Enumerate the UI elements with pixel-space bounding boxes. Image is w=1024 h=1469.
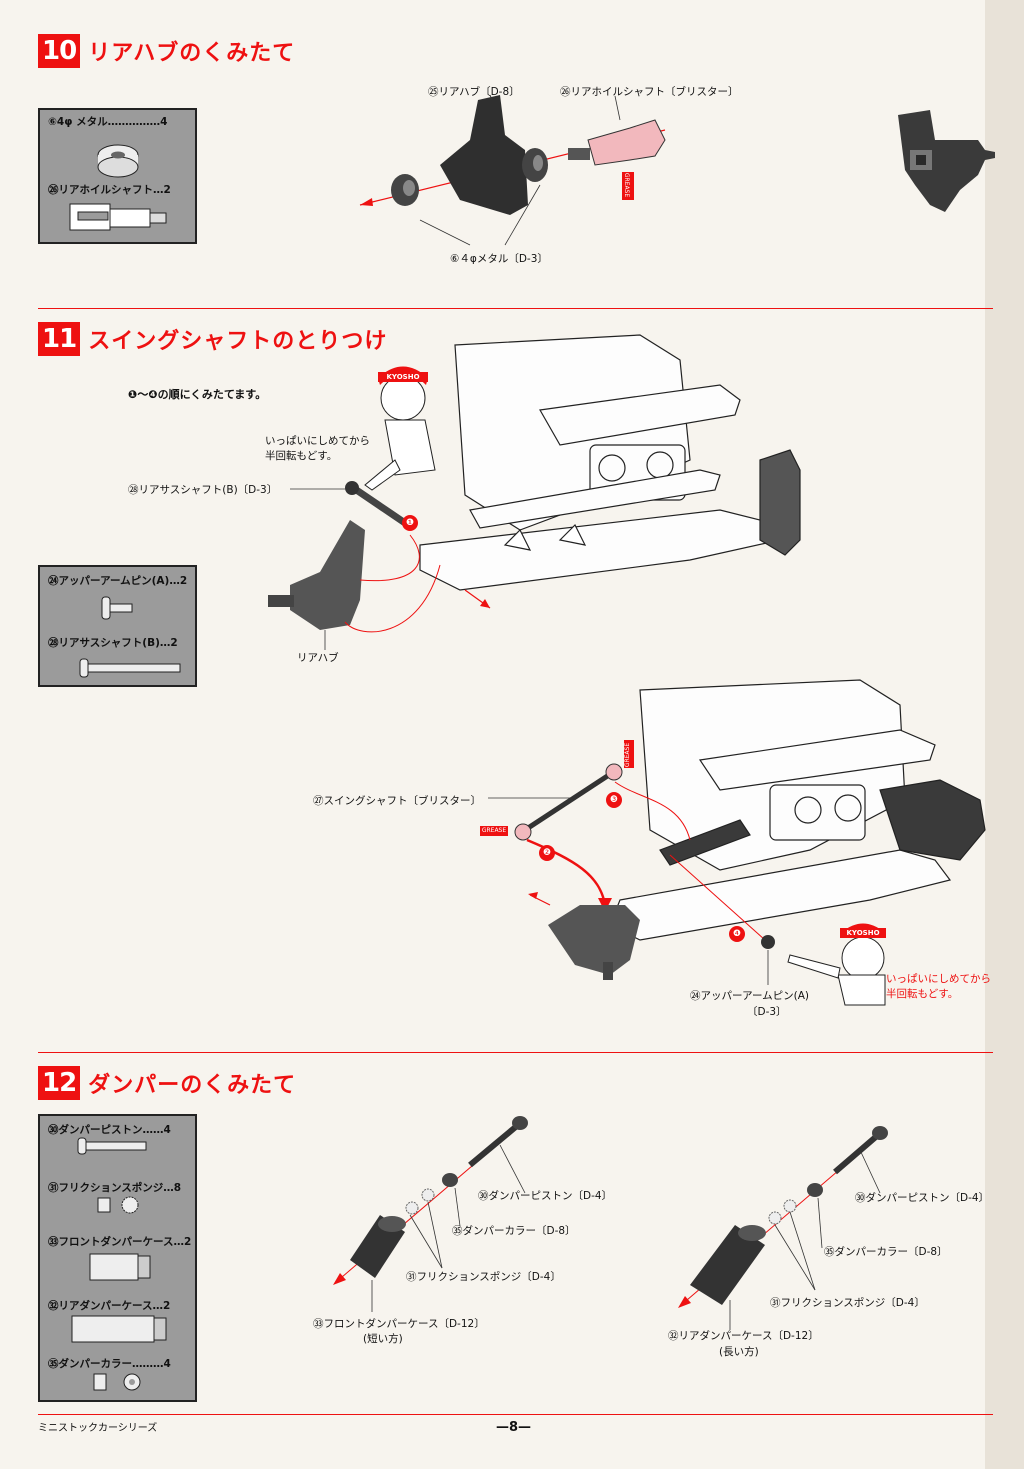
callout-arm-pin-ref: 〔D-3〕	[747, 1006, 787, 1018]
damper-collar-icon	[93, 1373, 141, 1391]
badge-2	[539, 845, 555, 861]
parts-box-12: ㉚ダンパーピストン……4 ㉛フリクションスポンジ…8 ㉝フロントダンパーケース……	[38, 1114, 197, 1402]
step-title: スイングシャフトのとりつけ	[88, 329, 388, 354]
mascot-bottom	[787, 923, 886, 1006]
rear-case-note: (長い方)	[719, 1346, 759, 1358]
step-number: 10	[38, 34, 81, 68]
rear-hub-swing-drawing	[268, 481, 491, 650]
part-label: ㉟ダンパーカラー………4	[48, 1358, 171, 1370]
grease-tag-10	[622, 172, 634, 200]
badge-4	[729, 926, 745, 942]
rear-damper-case-icon	[71, 1315, 167, 1343]
part-label: ㉖リアホイルシャフト…2	[48, 184, 171, 196]
tip-bottom: いっぱいにしめてから 半回転もどす。	[886, 972, 991, 1002]
step-12-header: 12 ダンパーのくみたて	[38, 1066, 296, 1100]
callout-wheel-shaft: ㉖リアホイルシャフト〔ブリスター〕	[560, 86, 739, 98]
callout-rear-hub: ㉕リアハブ〔D-8〕	[428, 86, 520, 98]
grease-label: GREASE	[623, 172, 630, 198]
callout-sus-shaft: ㉘リアサスシャフト(B)〔D-3〕	[128, 484, 278, 496]
part-label: ㉛フリクションスポンジ…8	[48, 1182, 182, 1194]
footer-divider	[38, 1414, 993, 1415]
front-case-label: ㉝フロントダンパーケース〔D-12〕	[313, 1318, 485, 1330]
section-divider	[38, 308, 993, 309]
step-number: 12	[38, 1066, 81, 1100]
parts-box-10: ⑥4φ メタル……………4 ㉖リアホイルシャフト…2	[38, 108, 197, 244]
rear-sponge-label: ㉛フリクションスポンジ〔D-4〕	[770, 1297, 925, 1309]
grease-tag-b	[624, 740, 634, 768]
grease-tag-a	[480, 826, 508, 836]
part-label: ㉜リアダンパーケース…2	[48, 1300, 171, 1312]
badge-1	[402, 515, 418, 531]
front-case-note: (短い方)	[363, 1333, 403, 1345]
wheel-shaft-icon	[69, 203, 167, 231]
tip-line: いっぱいにしめてから	[265, 435, 370, 447]
rear-case-label: ㉜リアダンパーケース〔D-12〕	[668, 1330, 819, 1342]
gearbox-chassis-drawing-bottom	[609, 679, 986, 941]
badge-text: ❸	[609, 795, 619, 805]
step-number: 11	[38, 322, 81, 356]
parts-box-11: ㉔アッパーアームピン(A)…2 ㉘リアサスシャフト(B)…2	[38, 565, 197, 687]
sus-shaft-icon	[79, 658, 181, 678]
badge-text: ❷	[542, 848, 552, 858]
tip-line: 半回転もどす。	[886, 988, 959, 1000]
step-11-header: 11 スイングシャフトのとりつけ	[38, 322, 387, 356]
gearbox-chassis-drawing-top	[419, 334, 801, 591]
callout-metal: ⑥４φメタル〔D-3〕	[450, 253, 548, 265]
mascot-cap-text: KYOSHO	[386, 373, 420, 381]
step-title: リアハブのくみたて	[88, 41, 296, 66]
page-number: —8—	[496, 1420, 532, 1435]
callout-arm-pin: ㉔アッパーアームピン(A)	[690, 990, 810, 1002]
tip-line: 半回転もどす。	[265, 450, 338, 462]
tip-line: いっぱいにしめてから	[886, 973, 991, 985]
friction-sponge-icon	[97, 1196, 139, 1214]
rear-piston-label: ㉚ダンパーピストン〔D-4〕	[855, 1192, 990, 1204]
grease-label: GREASE	[481, 827, 507, 834]
part-label: ㉚ダンパーピストン……4	[48, 1124, 171, 1136]
assembled-rear-hub-drawing	[898, 110, 995, 212]
parts-icons	[79, 596, 181, 678]
step-10-header: 10 リアハブのくみたて	[38, 34, 295, 68]
arm-pin-icon	[101, 596, 133, 620]
badge-3	[606, 792, 622, 808]
part-label: ㉘リアサスシャフト(B)…2	[48, 637, 178, 649]
mascot-cap-text: KYOSHO	[846, 929, 880, 937]
front-collar-label: ㉟ダンパーカラー〔D-8〕	[452, 1225, 576, 1237]
badge-text: ❹	[732, 929, 742, 939]
rear-hub-exploded-drawing	[359, 94, 666, 246]
order-note: ❶～❹の順にくみたてます。	[128, 388, 267, 401]
step-title: ダンパーのくみたて	[88, 1073, 297, 1098]
grease-label: GREASE	[624, 742, 631, 768]
callout-swing-shaft: ㉗スイングシャフト〔ブリスター〕	[313, 795, 481, 807]
damper-piston-icon	[77, 1137, 147, 1155]
tip-top: いっぱいにしめてから 半回転もどす。	[265, 434, 370, 464]
part-label: ㉝フロントダンパーケース…2	[48, 1236, 192, 1248]
callout-rear-hub: リアハブ	[297, 652, 339, 664]
rear-collar-label: ㉟ダンパーカラー〔D-8〕	[824, 1246, 948, 1258]
rear-damper-drawing	[678, 1126, 888, 1330]
part-label: ㉔アッパーアームピン(A)…2	[48, 575, 188, 587]
page-edge-shadow	[985, 0, 1024, 1469]
metal-bushing-icon	[69, 144, 167, 231]
front-damper-drawing	[333, 1116, 528, 1312]
front-damper-case-icon	[89, 1253, 151, 1281]
parts-icons	[71, 1137, 167, 1391]
front-sponge-label: ㉛フリクションスポンジ〔D-4〕	[406, 1271, 561, 1283]
front-piston-label: ㉚ダンパーピストン〔D-4〕	[478, 1190, 613, 1202]
part-label: ⑥4φ メタル……………4	[48, 116, 168, 128]
footer-series: ミニストックカーシリーズ	[38, 1423, 158, 1434]
section-divider	[38, 1052, 993, 1053]
mascot-top	[364, 366, 436, 491]
swing-shaft-drawing	[480, 740, 775, 985]
badge-text: ❶	[405, 518, 415, 528]
